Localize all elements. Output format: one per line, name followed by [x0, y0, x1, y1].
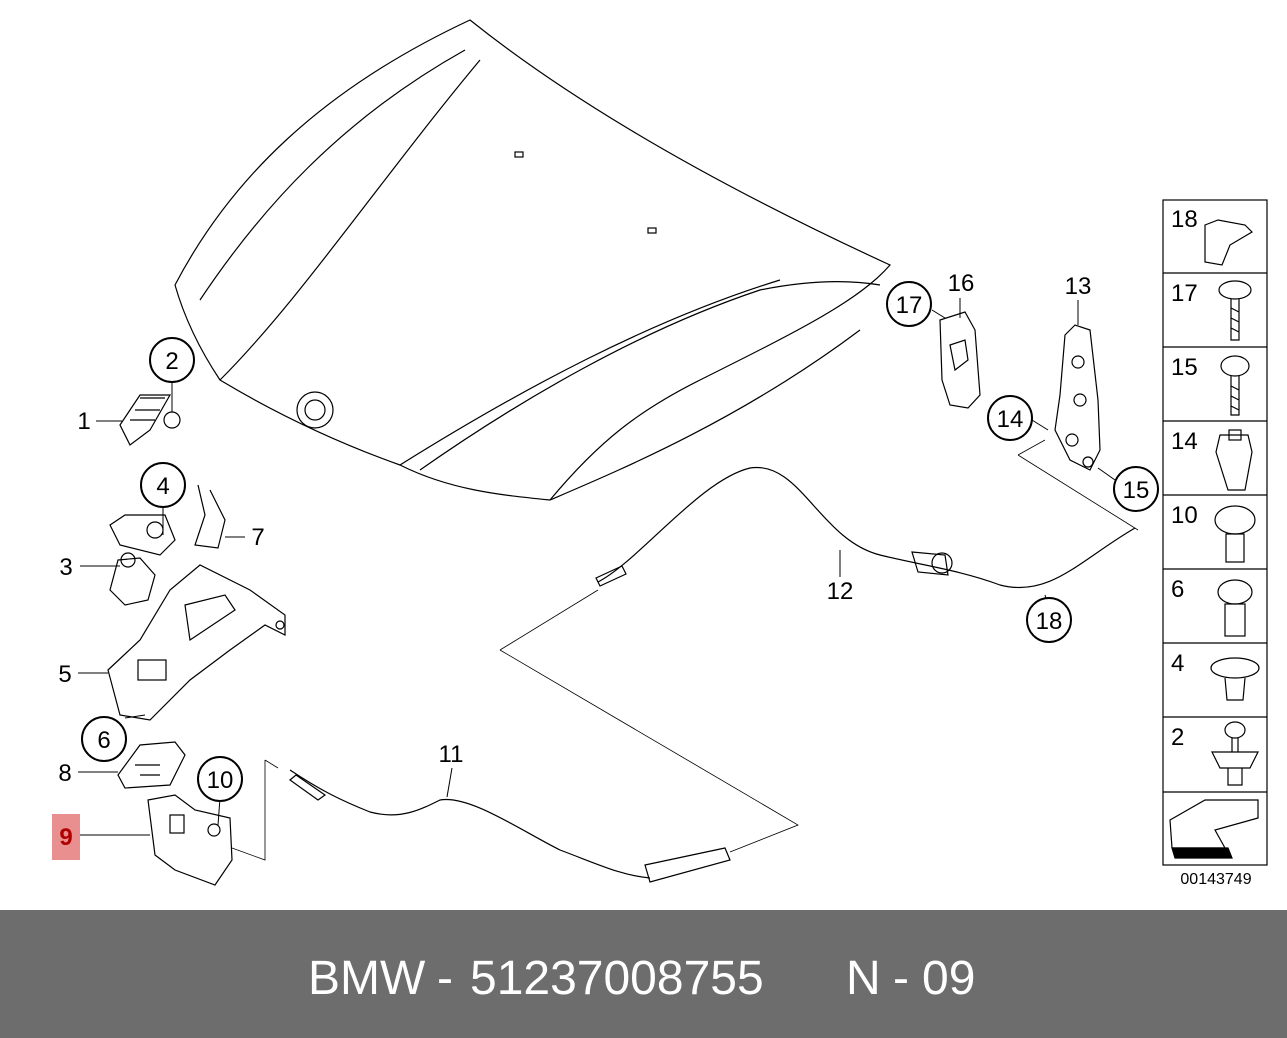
fastener-labels: 18 17 15 14 10 6 4 2 — [1171, 206, 1198, 751]
fastener-icons — [1169, 219, 1260, 859]
label-1: 1 — [77, 408, 90, 435]
fastener-panel — [1162, 199, 1268, 866]
callout-18: 18 — [1026, 597, 1072, 643]
part-number-banner: BMW - 51237008755 N - 09 — [0, 910, 1287, 1038]
label-3: 3 — [59, 554, 72, 581]
label-13: 13 — [1065, 273, 1092, 300]
callout-14: 14 — [987, 395, 1033, 441]
position-number: 09 — [922, 952, 976, 1005]
image-number: 00143749 — [1180, 871, 1251, 888]
callout-4: 4 — [140, 462, 186, 508]
label-11: 11 — [439, 741, 464, 768]
fastener-label-10: 10 — [1171, 502, 1198, 529]
svg-text:15: 15 — [1123, 477, 1150, 504]
svg-text:17: 17 — [896, 292, 923, 319]
callout-6: 6 — [81, 716, 127, 762]
label-16: 16 — [948, 270, 975, 297]
fastener-label-18: 18 — [1171, 206, 1198, 233]
label-5: 5 — [58, 661, 71, 688]
plain-labels: 1 3 5 7 8 11 12 13 16 — [58, 270, 1091, 787]
brand-label: BMW — [308, 952, 426, 1005]
callouts: 2 4 6 10 17 14 15 18 — [81, 281, 1159, 802]
fastener-label-14: 14 — [1171, 428, 1198, 455]
separator: - — [437, 952, 453, 1005]
callout-15: 15 — [1113, 466, 1159, 512]
svg-text:14: 14 — [997, 406, 1024, 433]
fastener-label-4: 4 — [1171, 650, 1184, 677]
left-parts-illustration — [107, 311, 1136, 886]
callout-10: 10 — [197, 756, 243, 802]
parts-diagram: 2 4 6 10 17 14 15 18 — [52, 19, 1268, 888]
svg-text:18: 18 — [1036, 608, 1063, 635]
callout-2: 2 — [149, 337, 195, 383]
fastener-label-6: 6 — [1171, 576, 1184, 603]
svg-text:4: 4 — [156, 473, 169, 500]
grouping-lines — [231, 439, 1139, 861]
svg-text:9: 9 — [59, 824, 72, 851]
hood-illustration — [174, 19, 891, 501]
callout-17: 17 — [886, 281, 932, 327]
svg-text:2: 2 — [165, 348, 178, 375]
part-number: 51237008755 — [470, 952, 764, 1005]
label-12: 12 — [827, 578, 854, 605]
label-7: 7 — [251, 524, 264, 551]
position-separator: - — [893, 952, 909, 1005]
fastener-label-2: 2 — [1171, 724, 1184, 751]
highlighted-label-9: 9 — [52, 814, 80, 860]
leader-lines — [78, 298, 1116, 836]
fastener-label-15: 15 — [1171, 354, 1198, 381]
position-prefix: N — [846, 952, 881, 1005]
fastener-label-17: 17 — [1171, 280, 1198, 307]
label-8: 8 — [58, 760, 71, 787]
svg-text:10: 10 — [207, 767, 234, 794]
svg-text:6: 6 — [97, 727, 110, 754]
